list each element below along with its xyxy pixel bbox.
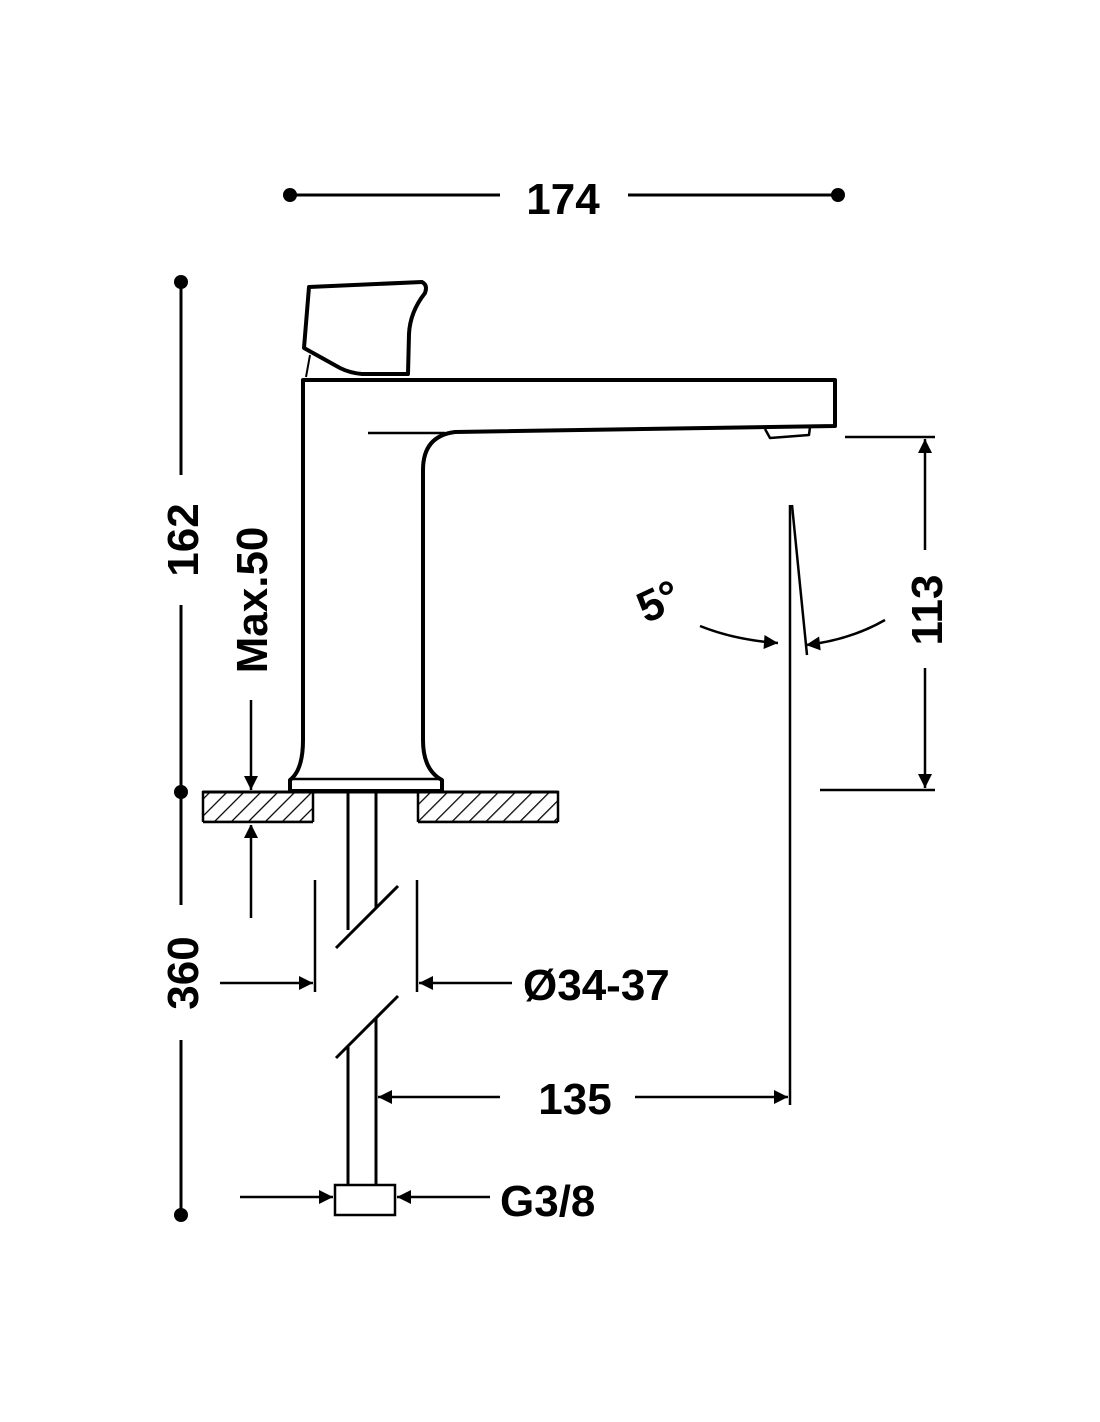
connection-dimension: G3/8 xyxy=(240,1177,595,1226)
hole-diameter-dimension: Ø34-37 xyxy=(220,961,670,1010)
width-label: 174 xyxy=(526,175,600,224)
width-dimension: 174 xyxy=(283,175,845,224)
faucet-body xyxy=(288,280,837,793)
water-stream xyxy=(699,504,886,1105)
height-label: 162 xyxy=(159,503,208,576)
spout-height-label: 113 xyxy=(903,575,952,646)
spout-height-dimension: 113 xyxy=(820,435,952,792)
hole-diameter-label: Ø34-37 xyxy=(523,961,670,1010)
counter-thickness-label: Max.50 xyxy=(228,527,277,674)
countertop xyxy=(200,790,560,825)
supply-pipe xyxy=(313,792,419,1217)
counter-thickness-dimension: Max.50 xyxy=(228,527,277,918)
angle-label: 5° xyxy=(629,571,688,633)
reach-label: 135 xyxy=(538,1075,611,1124)
connection-label: G3/8 xyxy=(500,1177,595,1226)
reach-dimension: 135 xyxy=(378,1075,788,1124)
height-dimension: 162 360 xyxy=(159,275,208,1222)
pipe-length-label: 360 xyxy=(159,936,208,1009)
